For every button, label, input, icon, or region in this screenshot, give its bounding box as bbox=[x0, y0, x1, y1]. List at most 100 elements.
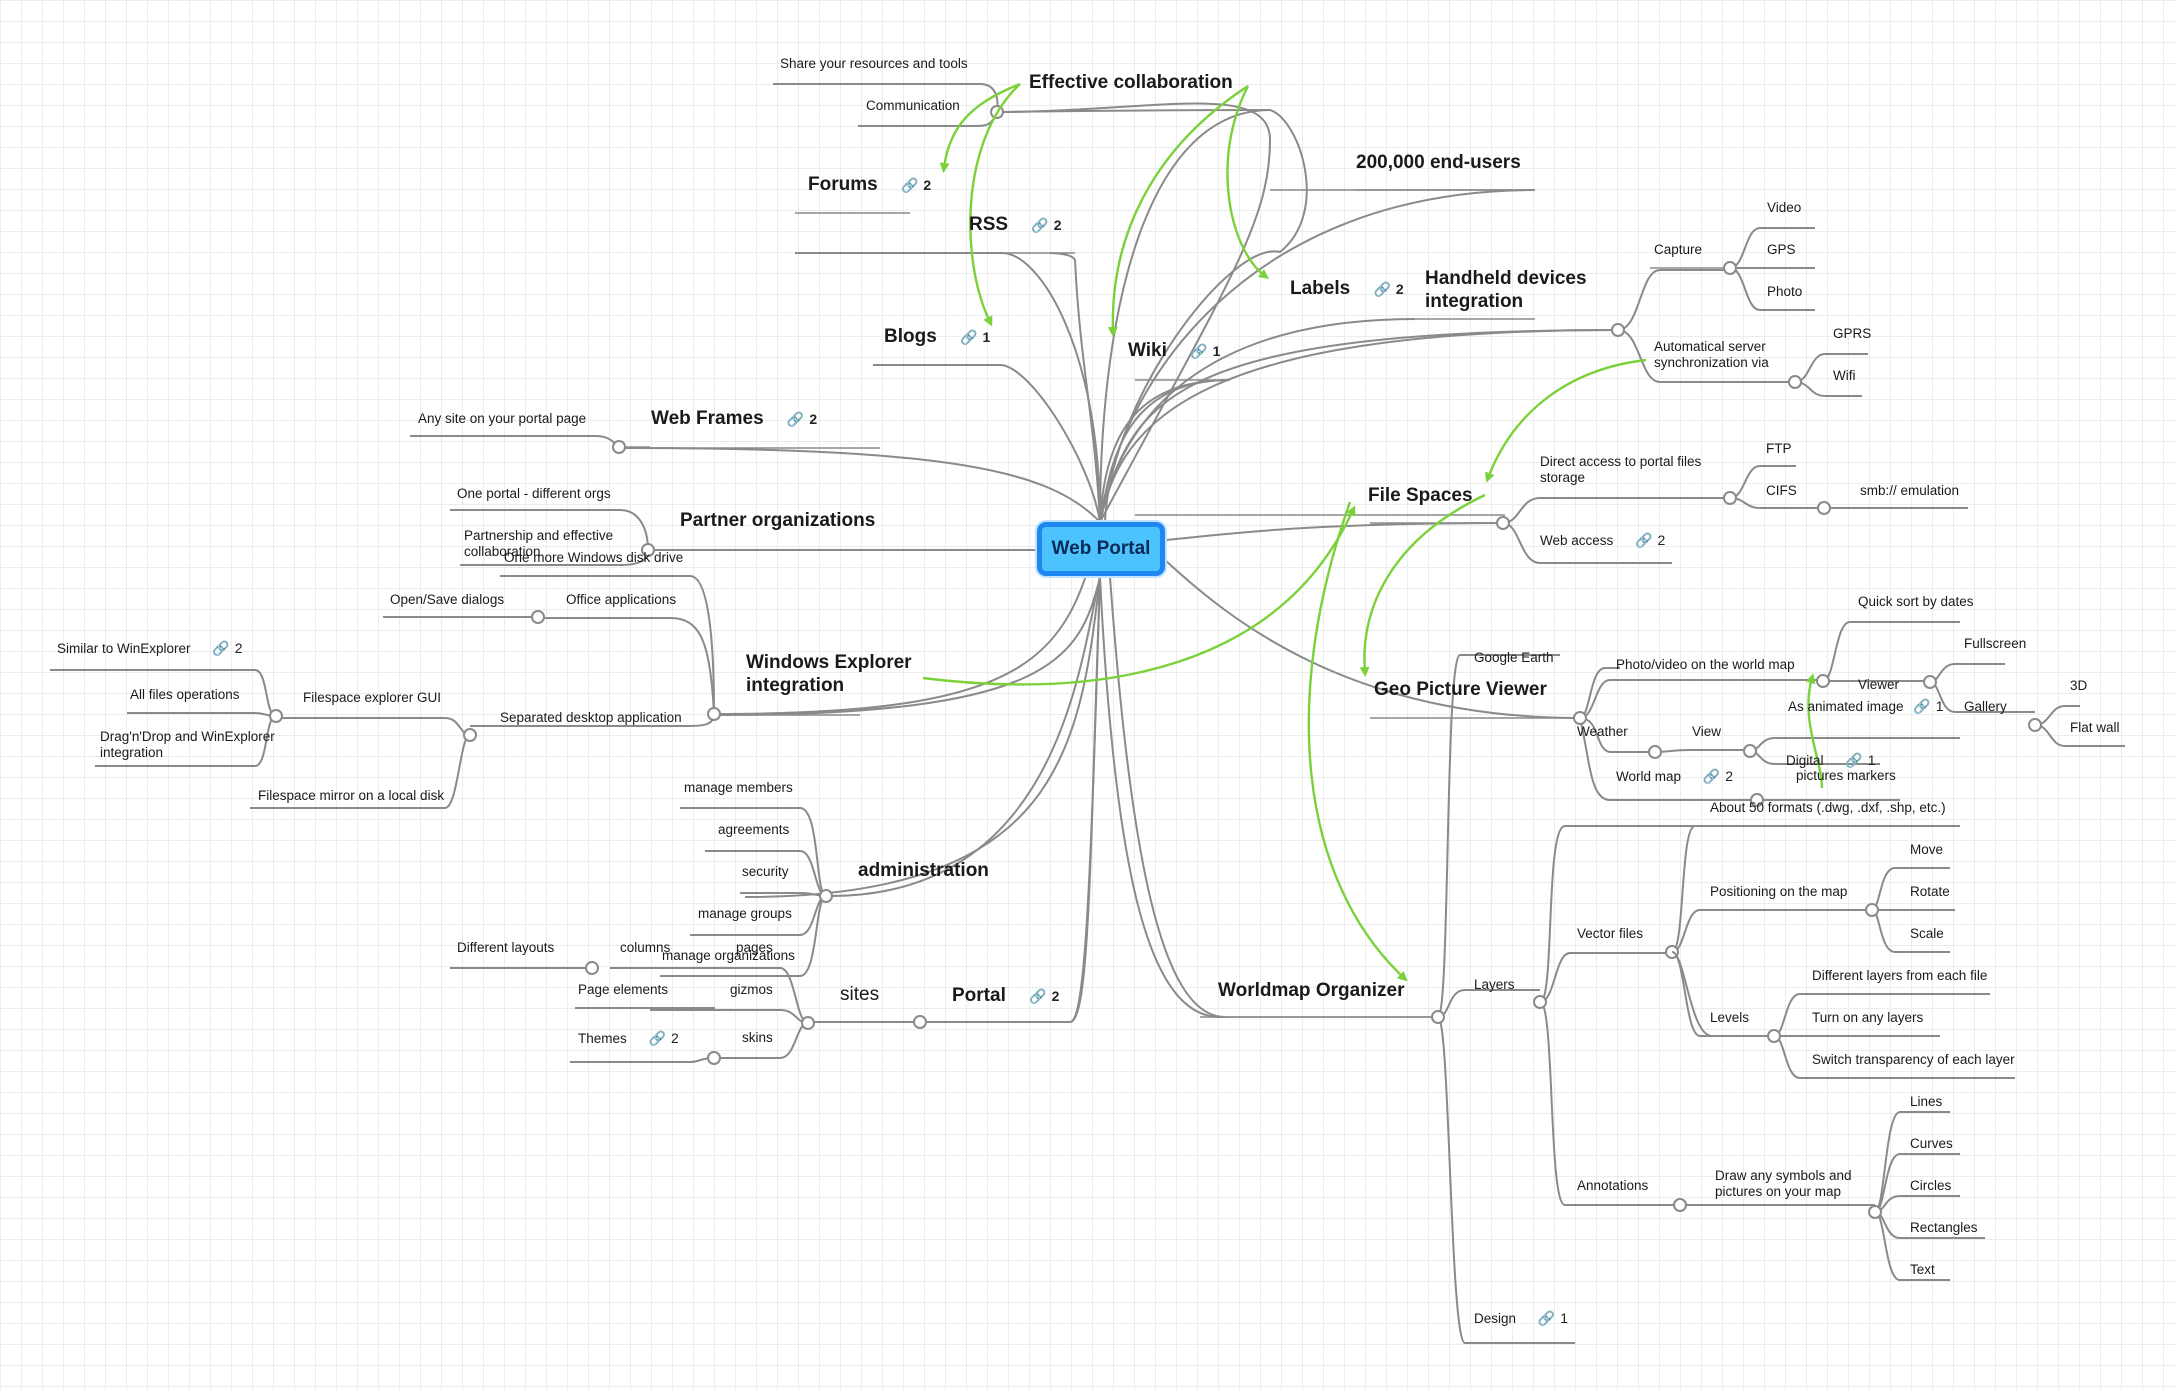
link-icon[interactable]: 🔗2 bbox=[648, 1030, 679, 1046]
topic-turn-on[interactable]: Turn on any layers bbox=[1812, 1010, 1924, 1025]
topic-one-more-disk[interactable]: One more Windows disk drive bbox=[504, 550, 684, 565]
link-icon[interactable]: 🔗2 bbox=[212, 640, 243, 656]
topic-layers[interactable]: Layers bbox=[1474, 977, 1515, 992]
topic-rotate[interactable]: Rotate bbox=[1910, 884, 1950, 899]
topic-page-elements[interactable]: Page elements bbox=[578, 982, 669, 997]
topic-view[interactable]: View bbox=[1692, 724, 1722, 739]
topic-curves[interactable]: Curves bbox=[1910, 1136, 1953, 1151]
topic-cifs[interactable]: CIFS bbox=[1766, 483, 1797, 498]
topic-capture[interactable]: Capture bbox=[1654, 242, 1703, 257]
topic-all-files-ops[interactable]: All files operations bbox=[130, 687, 240, 702]
topic-about-50[interactable]: About 50 formats (.dwg, .dxf, .shp, etc.… bbox=[1710, 800, 1946, 815]
topic-skins[interactable]: skins bbox=[742, 1030, 773, 1045]
topic-move[interactable]: Move bbox=[1910, 842, 1944, 857]
topic-effective-collaboration[interactable]: Effective collaboration bbox=[1029, 72, 1233, 93]
topic-web-frames[interactable]: Web Frames 🔗2 bbox=[651, 408, 817, 431]
topic-handheld[interactable]: Handheld devices integration bbox=[1425, 268, 1587, 312]
topic-gizmos[interactable]: gizmos bbox=[730, 982, 773, 997]
topic-office-apps[interactable]: Office applications bbox=[566, 592, 677, 607]
link-icon[interactable]: 🔗1 bbox=[960, 329, 991, 345]
link-icon[interactable]: 🔗2 bbox=[900, 177, 932, 193]
topic-positioning[interactable]: Positioning on the map bbox=[1710, 884, 1848, 899]
topic-flat-wall[interactable]: Flat wall bbox=[2070, 720, 2120, 735]
topic-administration[interactable]: administration bbox=[858, 860, 989, 881]
topic-security[interactable]: security bbox=[742, 864, 789, 879]
topic-rss[interactable]: RSS 🔗2 bbox=[969, 214, 1062, 237]
topic-share-resources[interactable]: Share your resources and tools bbox=[780, 56, 968, 71]
topic-world-map[interactable]: World map 🔗2 bbox=[1616, 768, 1733, 785]
topic-forums[interactable]: Forums 🔗2 bbox=[808, 174, 931, 197]
link-icon[interactable]: 🔗2 bbox=[1635, 532, 1666, 548]
topic-weather[interactable]: Weather bbox=[1577, 724, 1628, 739]
link-icon[interactable]: 🔗2 bbox=[1373, 281, 1404, 297]
topic-partnership[interactable]: Partnership and effective collaboration bbox=[464, 528, 614, 560]
topic-manage-groups[interactable]: manage groups bbox=[698, 906, 792, 921]
topic-manage-members[interactable]: manage members bbox=[684, 780, 793, 795]
topic-file-spaces[interactable]: File Spaces bbox=[1368, 485, 1473, 506]
topic-win-explorer[interactable]: Windows Explorer integration bbox=[746, 652, 912, 696]
topic-digital[interactable]: Digital 🔗1 bbox=[1786, 752, 1876, 769]
topic-portal[interactable]: Portal 🔗2 bbox=[952, 985, 1059, 1008]
topic-filespace-mirror[interactable]: Filespace mirror on a local disk bbox=[258, 788, 445, 803]
topic-quick-sort[interactable]: Quick sort by dates bbox=[1858, 594, 1974, 609]
topic-any-site[interactable]: Any site on your portal page bbox=[418, 411, 587, 426]
topic-wiki[interactable]: Wiki 🔗1 bbox=[1128, 340, 1220, 363]
link-icon[interactable]: 🔗2 bbox=[1029, 988, 1060, 1004]
root-topic[interactable]: Web Portal bbox=[1037, 522, 1165, 576]
topic-different-layouts[interactable]: Different layouts bbox=[457, 940, 555, 955]
topic-design[interactable]: Design 🔗1 bbox=[1474, 1310, 1568, 1327]
topic-similar-winexplorer[interactable]: Similar to WinExplorer 🔗2 bbox=[57, 640, 243, 657]
topic-end-users[interactable]: 200,000 end-users bbox=[1356, 152, 1521, 173]
topic-gprs[interactable]: GPRS bbox=[1833, 326, 1872, 341]
topic-as-animated[interactable]: As animated image 🔗1 bbox=[1788, 698, 1944, 715]
topic-open-save[interactable]: Open/Save dialogs bbox=[390, 592, 505, 607]
topic-manage-orgs[interactable]: manage organizations bbox=[662, 948, 795, 963]
topic-communication[interactable]: Communication bbox=[866, 98, 960, 113]
topic-one-portal[interactable]: One portal - different orgs bbox=[457, 486, 611, 501]
topic-web-access[interactable]: Web access 🔗2 bbox=[1540, 532, 1665, 549]
link-icon[interactable]: 🔗1 bbox=[1845, 752, 1876, 768]
topic-separated-desktop[interactable]: Separated desktop application bbox=[500, 710, 682, 725]
topic-photo-video-map[interactable]: Photo/video on the world map bbox=[1616, 657, 1795, 672]
link-icon[interactable]: 🔗1 bbox=[1190, 343, 1221, 359]
topic-3d[interactable]: 3D bbox=[2070, 678, 2088, 693]
link-icon[interactable]: 🔗2 bbox=[1702, 768, 1734, 784]
topic-themes[interactable]: Themes 🔗2 bbox=[578, 1030, 679, 1047]
topic-google-earth[interactable]: Google Earth bbox=[1474, 650, 1554, 665]
link-icon[interactable]: 🔗2 bbox=[1031, 217, 1062, 233]
topic-worldmap-organizer[interactable]: Worldmap Organizer bbox=[1218, 980, 1405, 1001]
topic-viewer[interactable]: Viewer bbox=[1858, 677, 1900, 692]
topic-draw-symbols[interactable]: Draw any symbols and pictures on your ma… bbox=[1715, 1168, 1852, 1200]
topic-sites[interactable]: sites bbox=[840, 984, 880, 1005]
topic-fullscreen[interactable]: Fullscreen bbox=[1964, 636, 2027, 651]
topic-partner-orgs[interactable]: Partner organizations bbox=[680, 510, 876, 531]
topic-gallery[interactable]: Gallery bbox=[1964, 699, 2007, 714]
topic-annotations[interactable]: Annotations bbox=[1577, 1178, 1649, 1193]
topic-vector-files[interactable]: Vector files bbox=[1577, 926, 1644, 941]
link-icon[interactable]: 🔗1 bbox=[1537, 1310, 1569, 1326]
link-icon[interactable]: 🔗1 bbox=[1913, 698, 1944, 714]
topic-filespace-gui[interactable]: Filespace explorer GUI bbox=[303, 690, 442, 705]
topic-different-layers[interactable]: Different layers from each file bbox=[1812, 968, 1988, 983]
topic-geo-viewer[interactable]: Geo Picture Viewer bbox=[1374, 679, 1547, 700]
topic-scale[interactable]: Scale bbox=[1910, 926, 1944, 941]
topic-lines[interactable]: Lines bbox=[1910, 1094, 1943, 1109]
topic-gps[interactable]: GPS bbox=[1767, 242, 1796, 257]
topic-agreements[interactable]: agreements bbox=[718, 822, 790, 837]
topic-direct-access[interactable]: Direct access to portal files storage bbox=[1540, 454, 1702, 486]
topic-text[interactable]: Text bbox=[1910, 1262, 1935, 1277]
topic-pages[interactable]: pages bbox=[736, 940, 773, 955]
topic-circles[interactable]: Circles bbox=[1910, 1178, 1952, 1193]
topic-levels[interactable]: Levels bbox=[1710, 1010, 1750, 1025]
topic-drag-drop[interactable]: Drag'n'Drop and WinExplorer integration bbox=[100, 729, 275, 761]
topic-photo[interactable]: Photo bbox=[1767, 284, 1803, 299]
topic-labels[interactable]: Labels 🔗2 bbox=[1290, 278, 1404, 301]
topic-columns[interactable]: columns bbox=[620, 940, 671, 955]
topic-pictures-markers[interactable]: pictures markers bbox=[1796, 768, 1896, 783]
topic-wifi[interactable]: Wifi bbox=[1833, 368, 1856, 383]
topic-ftp[interactable]: FTP bbox=[1766, 441, 1792, 456]
topic-auto-sync[interactable]: Automatical server synchronization via bbox=[1654, 339, 1769, 371]
topic-rectangles[interactable]: Rectangles bbox=[1910, 1220, 1978, 1235]
link-icon[interactable]: 🔗2 bbox=[786, 411, 818, 427]
topic-video[interactable]: Video bbox=[1767, 200, 1802, 215]
